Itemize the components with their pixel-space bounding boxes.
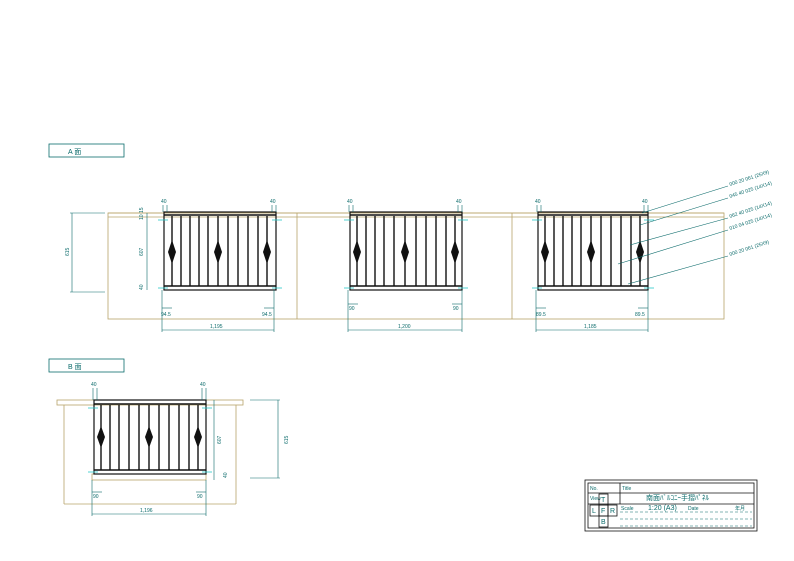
post-top-label: 40 [200,382,206,388]
panel-2-left-dim: 90 [349,306,355,312]
tb-scale-label: Scale [621,506,634,512]
view-box-b [598,515,609,528]
panel-2-width-dim: 1,200 [398,324,411,330]
section-b-drawing: 40 40 607 40 615 90 90 1,196 [56,382,290,516]
section-a-title: A 面 [68,148,81,156]
panel-b-total-height: 615 [284,435,290,444]
panel-2-balusters [353,216,459,286]
title-block-frame [584,479,758,532]
post-top-label: 40 [642,199,648,205]
section-b-box [48,358,125,373]
panel-3-left-dim: 89.5 [536,312,546,318]
ornament [451,240,459,264]
inner-height-label: 607 [139,247,145,256]
title-block: No. Title View 南面ﾊﾞﾙｺﾆｰ手摺ﾊﾟﾈﾙ T L F R B … [584,479,758,532]
view-f: F [601,508,605,515]
panel-b-side-height: 607 [217,435,223,444]
panel-b-frame [93,399,207,475]
ornament [168,240,176,264]
tb-row1-value: Title [622,486,631,492]
dim-total-height: 615 [65,212,105,293]
ornament [587,240,595,264]
ornament [636,240,644,264]
tb-row1-label: No. [590,486,598,492]
leader-line [617,229,729,265]
tb-row2-label: View [590,496,601,502]
ornament [401,240,409,264]
callouts: 000 20 061 (25X9) 045 40 025 (14X14) 062… [617,169,773,285]
section-b-title: B 面 [68,363,82,371]
post-top-label: 40 [347,199,353,205]
section-a-box [48,143,125,158]
panel-1: 40 40 94.5 94.5 1,195 [158,199,282,332]
panel-1-frame [163,211,277,291]
post-top-label: 40 [91,382,97,388]
panel-2-frame [349,211,463,291]
panel-2: 40 40 90 90 1,200 [344,199,468,332]
bottom-gap-label: 40 [139,284,145,290]
panel-b-left-dim: 90 [93,494,99,500]
leader-line [627,255,729,285]
leader-line [639,197,729,226]
panel-3-right-dim: 89.5 [635,312,645,318]
view-r: R [610,508,615,515]
ornament [263,240,271,264]
total-height-label: 615 [65,247,71,256]
leader-line [629,217,729,246]
ornament [541,240,549,264]
post-top-label: 40 [270,199,276,205]
panel-b-side-bottom: 40 [223,472,229,478]
tb-date-label: Date [688,506,699,512]
post-top-label: 40 [456,199,462,205]
panel-3: 40 40 89.5 89.5 1,185 [532,199,654,332]
view-l: L [592,508,596,515]
panel-1-left-dim: 94.5 [161,312,171,318]
post-top-label: 40 [161,199,167,205]
panel-b-balusters [97,405,202,470]
section-b-header: B 面 [48,358,125,373]
ornament [353,240,361,264]
ornament [97,426,105,448]
leader-line [641,185,729,214]
view-box-r [607,504,618,517]
view-t: T [601,497,606,504]
callout-5: 000 20 061 (25X9) [729,239,771,258]
ornament [214,240,222,264]
panel-1-right-dim: 94.5 [262,312,272,318]
view-b: B [601,519,606,526]
panel-3-frame [537,211,649,291]
tb-row2-value: 南面ﾊﾞﾙｺﾆｰ手摺ﾊﾟﾈﾙ [646,493,709,502]
section-a-header: A 面 [48,143,125,158]
ornament [145,426,153,448]
panel-b-width-dim: 1,196 [140,508,153,514]
tb-scale-value: 1:20 (A3) [648,505,677,512]
panel-1-balusters [168,216,271,286]
top-gap-label: 10 15 [139,207,145,220]
ornament [194,426,202,448]
panel-3-width-dim: 1,185 [584,324,597,330]
post-top-label: 40 [535,199,541,205]
panel-2-right-dim: 90 [453,306,459,312]
panel-b-right-dim: 90 [197,494,203,500]
panel-1-width-dim: 1,195 [210,324,223,330]
tb-date-value: 年月 [735,505,745,512]
panel-3-balusters [541,216,644,286]
